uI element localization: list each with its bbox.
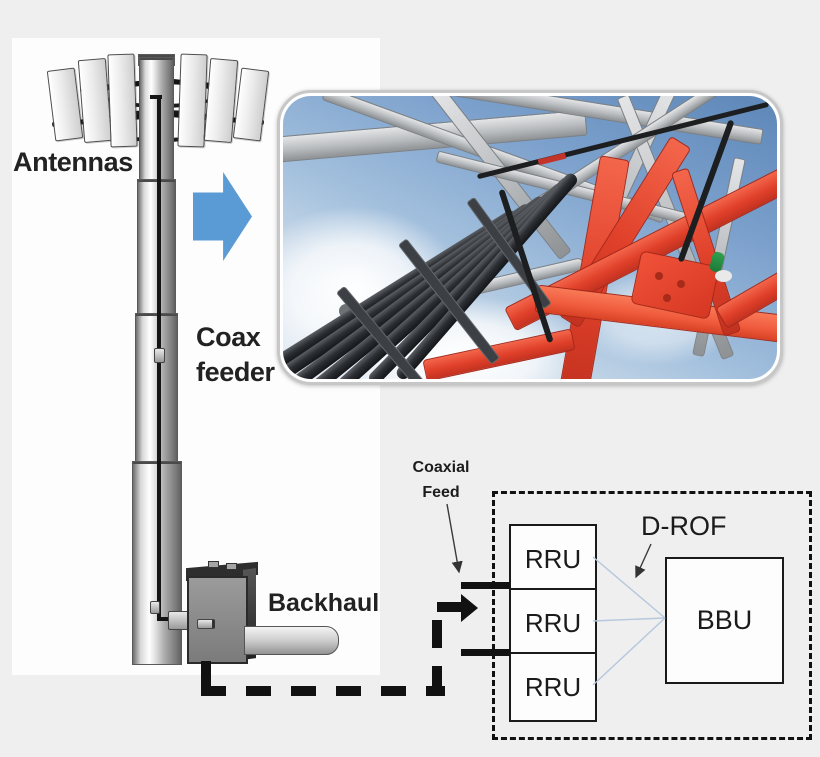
- rru-label-3: RRU: [524, 671, 582, 702]
- rru-box-3: RRU: [509, 652, 597, 722]
- mast-segment-1: [140, 58, 173, 182]
- bbu-label: BBU: [696, 605, 753, 635]
- mast-segment-2: [138, 180, 175, 316]
- coax-feeder-label-line2: feeder: [196, 357, 275, 387]
- rru-label-2: RRU: [524, 607, 582, 638]
- coax-cable-jog: [150, 95, 162, 99]
- photo-bolt-hole: [663, 294, 671, 302]
- tower-photo: [283, 96, 777, 379]
- rru-box-2: RRU: [509, 588, 597, 658]
- bbu-box: BBU: [665, 557, 784, 684]
- tower-photo-frame: [277, 90, 783, 385]
- antenna-panel: [107, 53, 138, 148]
- cabinet-port: [197, 619, 215, 629]
- coaxial-feed-label-line2: Feed: [422, 484, 460, 501]
- antenna-panel: [177, 53, 208, 148]
- drof-label: D-ROF: [641, 511, 727, 541]
- cabinet-tab: [208, 561, 219, 568]
- antennas-label: Antennas: [13, 147, 133, 177]
- photo-bolt-hole: [655, 272, 663, 280]
- coax-feed-line-1: [461, 582, 510, 589]
- backhaul-dashed-line-horizontal: [201, 686, 445, 696]
- mast-segment-3: [136, 314, 177, 464]
- cabinet-tab: [226, 563, 237, 570]
- coaxial-feed-label-line1: Coaxial: [412, 459, 470, 476]
- backhaul-drum: [244, 626, 339, 655]
- coax-feed-line-2: [461, 649, 510, 656]
- cable-connector-base: [150, 601, 160, 614]
- photo-white-fitting: [715, 270, 732, 282]
- cable-connector-mid: [154, 348, 165, 363]
- coaxial-feed-label: Coaxial Feed: [405, 455, 477, 505]
- rru-label-1: RRU: [524, 543, 582, 574]
- coaxial-feed-annotation-arrow: [446, 503, 463, 574]
- backhaul-label: Backhaul: [268, 589, 380, 617]
- backhaul-dashed-line-vertical: [201, 661, 211, 695]
- coax-feeder-label-line1: Coax: [196, 322, 261, 352]
- rru-box-1: RRU: [509, 524, 597, 594]
- coax-feed-arrow-icon: [437, 594, 478, 622]
- basestation-dashed-box: [492, 491, 812, 740]
- backhaul-dashed-line-riser: [432, 620, 442, 698]
- photo-bolt-hole: [677, 280, 685, 288]
- coax-cable-elbow: [157, 617, 173, 621]
